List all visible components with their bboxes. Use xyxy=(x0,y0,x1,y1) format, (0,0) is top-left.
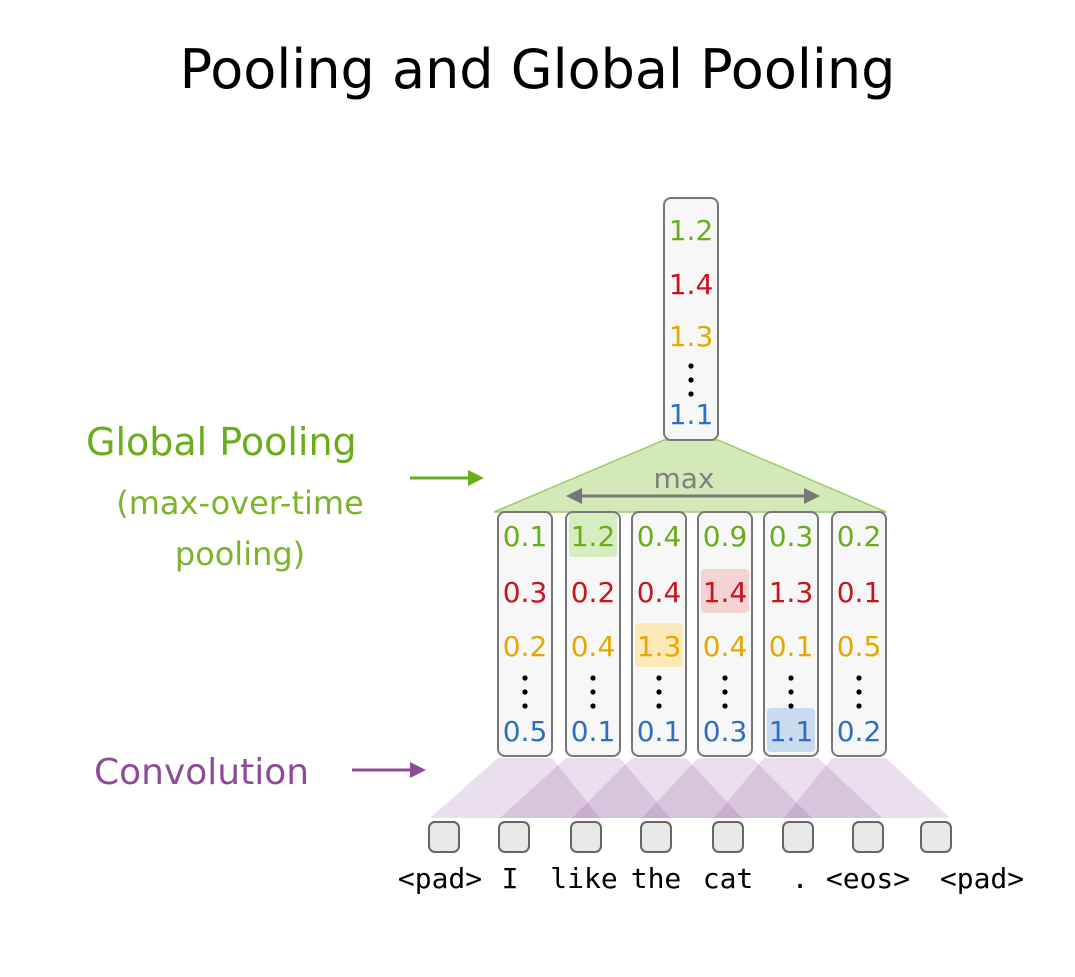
pooled-value: 1.2 xyxy=(669,214,714,247)
ellipsis-dot xyxy=(688,391,694,397)
max-double-arrow xyxy=(566,488,820,504)
conv-value: 0.1 xyxy=(571,715,616,748)
token-label: I xyxy=(501,862,519,895)
ellipsis-dot xyxy=(590,675,596,681)
conv-value: 1.3 xyxy=(769,576,814,609)
ellipsis-dot xyxy=(788,689,794,695)
conv-value: 0.1 xyxy=(637,715,682,748)
token-label: <pad> xyxy=(397,862,483,895)
token-box xyxy=(852,821,884,853)
conv-column-box xyxy=(831,511,887,757)
ellipsis-dot xyxy=(856,675,862,681)
max-label: max xyxy=(653,462,714,495)
token-box xyxy=(498,821,530,853)
ellipsis-dot xyxy=(522,703,528,709)
conv-value: 0.2 xyxy=(837,520,882,553)
ellipsis-dot xyxy=(722,703,728,709)
ellipsis-dot xyxy=(722,675,728,681)
ellipsis-dot xyxy=(522,675,528,681)
conv-value: 1.1 xyxy=(769,715,814,748)
conv-value: 0.5 xyxy=(837,630,882,663)
ellipsis-dot xyxy=(856,689,862,695)
ellipsis-dot xyxy=(590,703,596,709)
conv-column-box xyxy=(763,511,819,757)
ellipsis-dot xyxy=(856,703,862,709)
ellipsis-dot xyxy=(522,689,528,695)
conv-value: 0.1 xyxy=(837,576,882,609)
conv-value: 0.2 xyxy=(571,576,616,609)
token-box xyxy=(640,821,672,853)
convolution-window xyxy=(430,758,600,818)
max-highlight xyxy=(635,623,683,667)
max-highlight xyxy=(701,569,749,613)
conv-value: 0.4 xyxy=(637,576,682,609)
token-label: . xyxy=(791,862,809,895)
ellipsis-dot xyxy=(656,689,662,695)
token-label: the xyxy=(630,862,682,895)
conv-value: 1.3 xyxy=(637,630,682,663)
global-pooling-label: Global Pooling xyxy=(86,420,357,464)
convolution-windows xyxy=(430,758,950,818)
convolution-window xyxy=(642,758,812,818)
global-pooling-sublabel-2: pooling) xyxy=(174,535,306,573)
convolution-window xyxy=(500,758,670,818)
conv-value: 1.2 xyxy=(571,520,616,553)
conv-value: 0.3 xyxy=(703,715,748,748)
token-box xyxy=(428,821,460,853)
ellipsis-dot xyxy=(788,675,794,681)
conv-value: 0.3 xyxy=(503,576,548,609)
conv-value: 1.4 xyxy=(703,576,748,609)
ellipsis-dot xyxy=(656,703,662,709)
ellipsis-dot xyxy=(688,377,694,383)
convolution-label: Convolution xyxy=(94,752,310,793)
pooled-vector: 1.2 1.4 1.3 1.1 xyxy=(663,197,719,441)
ellipsis-dot xyxy=(722,689,728,695)
conv-value: 0.3 xyxy=(769,520,814,553)
max-highlight xyxy=(569,513,617,557)
convolution-window xyxy=(572,758,742,818)
conv-column-box xyxy=(497,511,553,757)
token-label: like xyxy=(550,862,618,895)
token-label: <eos> xyxy=(825,862,911,895)
ellipsis-dot xyxy=(788,703,794,709)
pooled-vector-box xyxy=(663,197,719,441)
conv-value: 0.4 xyxy=(637,520,682,553)
conv-column-box xyxy=(565,511,621,757)
conv-value: 0.4 xyxy=(571,630,616,663)
token-box xyxy=(570,821,602,853)
conv-value: 0.2 xyxy=(503,630,548,663)
token-boxes xyxy=(428,821,952,853)
global-pooling-sublabel-1: (max-over-time xyxy=(116,484,364,522)
token-box xyxy=(712,821,744,853)
conv-value: 0.2 xyxy=(837,715,882,748)
convolution-outputs: 0.1 0.3 0.2 0.5 1.2 0.2 0.4 0.1 0.4 0.4 1.3 0.1 0.9 1… xyxy=(497,511,887,757)
conv-value: 0.1 xyxy=(769,630,814,663)
token-box xyxy=(920,821,952,853)
max-highlight xyxy=(767,708,815,752)
convolution-window xyxy=(714,758,882,818)
pooled-value: 1.3 xyxy=(669,320,714,353)
conv-value: 0.4 xyxy=(703,630,748,663)
pooled-value: 1.1 xyxy=(669,398,714,431)
conv-value: 0.9 xyxy=(703,520,748,553)
ellipsis-dot xyxy=(590,689,596,695)
pooled-value: 1.4 xyxy=(669,268,714,301)
ellipsis-dot xyxy=(688,363,694,369)
token-label: cat xyxy=(702,862,754,895)
convolution-arrow xyxy=(352,762,426,778)
page-title: Pooling and Global Pooling xyxy=(179,38,896,101)
conv-value: 0.1 xyxy=(503,520,548,553)
global-pooling-arrow xyxy=(410,470,484,486)
token-label: <pad> xyxy=(939,862,1025,895)
convolution-window xyxy=(784,758,950,818)
conv-value: 0.5 xyxy=(503,715,548,748)
ellipsis-dot xyxy=(656,675,662,681)
token-box xyxy=(782,821,814,853)
